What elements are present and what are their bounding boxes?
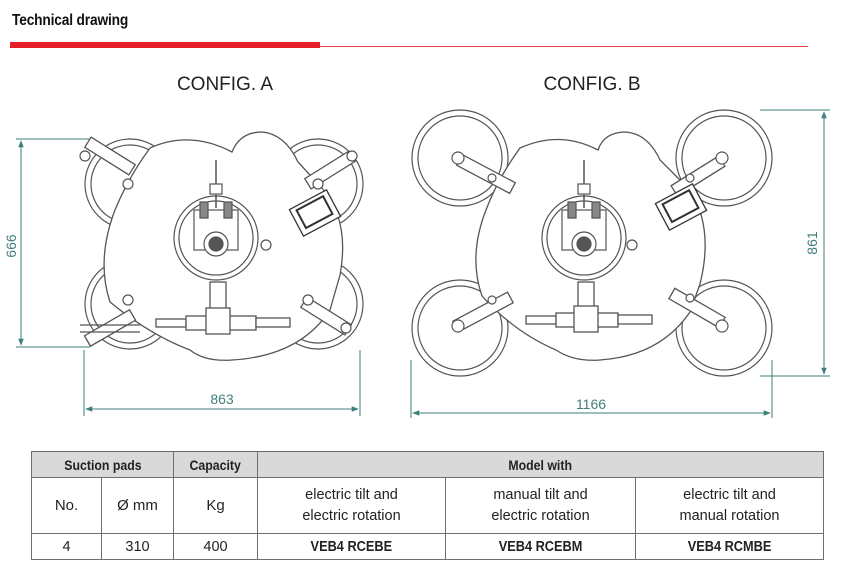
model-3-line-2: manual rotation [679, 507, 780, 524]
config-a-height-dimension [16, 138, 90, 348]
model-1-line-2: electric rotation [302, 507, 401, 524]
config-b-handle [525, 281, 653, 333]
capacity-cell: 400 [173, 533, 258, 560]
model-3-line-1: electric tilt and [683, 486, 776, 503]
model-2-line-1: manual tilt and [493, 486, 588, 503]
model-2-line-2: electric rotation [491, 507, 590, 524]
config-b-suction-pads [411, 109, 773, 377]
config-a-handle [155, 281, 291, 335]
config-a-control-box [288, 189, 342, 237]
config-a-pad-links [80, 324, 140, 333]
config-b-bolts [451, 151, 729, 333]
config-b-height-value: 861 [804, 231, 820, 255]
technical-drawing: CONFIG. A [3, 74, 830, 418]
kg-subheader: Kg [173, 477, 258, 534]
model-electric-tilt-electric-rotation-subheader: electric tilt and electric rotation [257, 477, 446, 534]
config-b-arms [451, 153, 727, 333]
config-b-drawing: CONFIG. B [410, 74, 830, 418]
model-code-cell-1: VEB4 RCEBE [257, 533, 446, 560]
model-1-line-1: electric tilt and [305, 486, 398, 503]
model-electric-tilt-manual-rotation-subheader: electric tilt and manual rotation [634, 477, 825, 534]
pad-diameter-cell: 310 [101, 533, 174, 560]
suction-pads-header: Suction pads [31, 451, 174, 478]
config-b-height-dimension [760, 109, 830, 377]
config-a-width-dimension [83, 350, 361, 416]
model-manual-tilt-electric-rotation-subheader: manual tilt and electric rotation [445, 477, 636, 534]
config-b-rotation-unit [541, 160, 627, 281]
config-a-rotation-unit [173, 160, 259, 281]
header-rule [10, 46, 808, 47]
config-b-width-dimension [410, 360, 773, 418]
config-b-width-value: 1166 [576, 396, 606, 412]
diameter-subheader: Ø mm [101, 477, 174, 534]
header-accent-bar [10, 42, 320, 48]
model-code-cell-3: VEB4 RCMBE [634, 533, 825, 560]
config-a-width-value: 863 [210, 391, 234, 407]
model-with-header: Model with [256, 451, 825, 478]
config-a-drawing: CONFIG. A [3, 74, 364, 416]
table-row: 4 310 400 VEB4 RCEBE VEB4 RCEBM VEB4 RCM… [31, 533, 825, 560]
table-subheader-row: No. Ø mm Kg electric tilt and electric r… [31, 477, 825, 534]
config-a-height-value: 666 [3, 234, 19, 258]
page-title: Technical drawing [12, 12, 129, 29]
config-b-label: CONFIG. B [543, 74, 640, 95]
table-header-row: Suction pads Capacity Model with [31, 451, 825, 478]
pad-count-cell: 4 [31, 533, 102, 560]
model-code-cell-2: VEB4 RCEBM [445, 533, 636, 560]
capacity-header: Capacity [173, 451, 258, 478]
config-a-label: CONFIG. A [177, 74, 273, 95]
config-a-bolts [79, 150, 358, 334]
config-b-control-box [654, 183, 708, 231]
specification-table: Suction pads Capacity Model with No. Ø m… [31, 451, 825, 560]
no-subheader: No. [31, 477, 102, 534]
